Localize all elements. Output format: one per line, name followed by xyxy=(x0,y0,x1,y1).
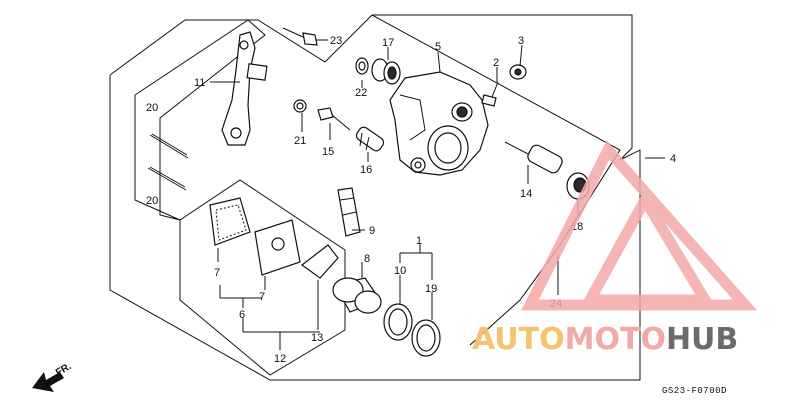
callout-21: 21 xyxy=(294,135,306,147)
boot-16 xyxy=(355,126,385,152)
callout-7-left: 7 xyxy=(214,267,220,279)
callout-8: 8 xyxy=(364,253,370,265)
callout-3: 3 xyxy=(518,35,524,47)
bleeder-cap-3 xyxy=(509,64,527,80)
bleeder-screw-2 xyxy=(481,81,499,107)
washer-22 xyxy=(355,57,369,75)
pad-group-boundary xyxy=(179,179,346,376)
callout-7-right: 7 xyxy=(259,291,265,303)
bolt-23 xyxy=(282,27,318,46)
caliper-bracket-11 xyxy=(221,31,268,146)
callout-10: 10 xyxy=(394,265,406,277)
caliper-body-5 xyxy=(389,71,489,176)
callout-17: 17 xyxy=(382,37,394,49)
callout-14: 14 xyxy=(520,188,532,200)
piston-8 xyxy=(332,277,382,314)
watermark-text-part2: MOTO xyxy=(565,322,666,357)
front-direction-arrow: FR. xyxy=(32,361,74,392)
ring-21 xyxy=(293,99,307,113)
callout-22: 22 xyxy=(355,87,367,99)
callout-11: 11 xyxy=(194,77,205,89)
brake-pad-7-right xyxy=(254,219,301,276)
callout-20-lower: 20 xyxy=(146,195,158,207)
callout-6: 6 xyxy=(239,309,245,321)
piston-seal-19 xyxy=(411,319,441,357)
dust-seal-10 xyxy=(383,303,413,341)
slide-pin-15 xyxy=(317,107,351,131)
bracket-group-boundary xyxy=(134,19,266,221)
pin-20-upper xyxy=(149,133,189,159)
pad-shim-13 xyxy=(300,244,339,279)
callout-13: 13 xyxy=(311,332,323,344)
assembly-boundary xyxy=(109,14,641,381)
figure-code: GS23-F0700D xyxy=(662,386,727,396)
callout-20-upper: 20 xyxy=(146,102,158,114)
callout-2: 2 xyxy=(493,57,499,69)
callout-23: 23 xyxy=(330,35,342,47)
callout-15: 15 xyxy=(322,146,334,158)
callout-1: 1 xyxy=(416,235,422,247)
watermark: AUTOMOTOHUB xyxy=(472,140,758,357)
watermark-text: AUTOMOTOHUB xyxy=(472,322,738,357)
pad-spring-9 xyxy=(337,187,361,237)
callout-9: 9 xyxy=(369,225,375,237)
callout-16: 16 xyxy=(360,164,372,176)
watermark-text-part3: HUB xyxy=(666,322,738,357)
boot-17 xyxy=(371,58,401,85)
pin-14 xyxy=(504,141,563,174)
callout-19: 19 xyxy=(425,283,437,295)
brake-pad-7-left xyxy=(209,197,251,246)
pin-20-lower xyxy=(147,166,187,191)
watermark-logo-icon xyxy=(521,140,758,311)
callout-4: 4 xyxy=(670,153,676,165)
arrow-icon xyxy=(32,372,64,392)
direction-label: FR. xyxy=(54,361,74,379)
callout-12: 12 xyxy=(274,353,286,365)
callout-5: 5 xyxy=(435,41,441,53)
callout-labels: 23 11 17 5 3 2 22 20 21 15 16 4 14 20 1 8… xyxy=(146,35,676,365)
watermark-text-part1: AUTO xyxy=(472,322,565,357)
leader-lines xyxy=(210,39,665,350)
